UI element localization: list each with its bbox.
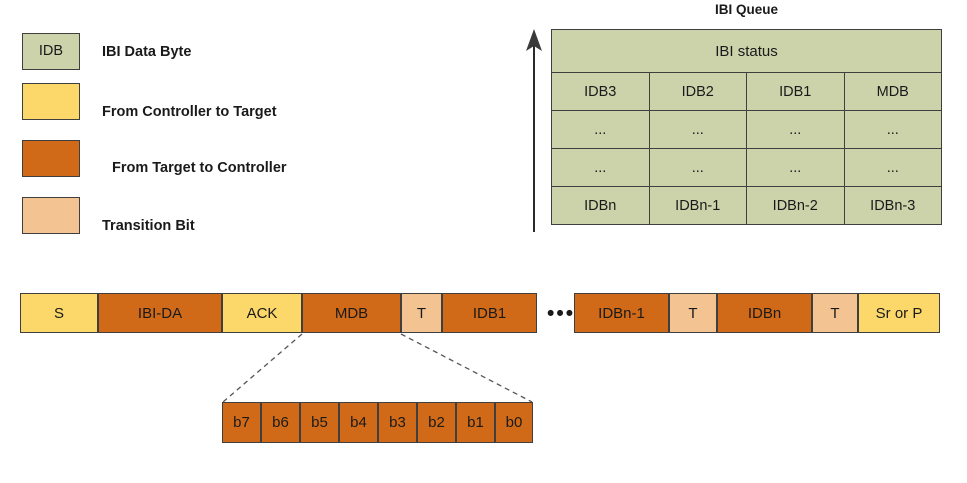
frame-segment-label: T (416, 304, 427, 322)
legend-swatch-transition-bit (22, 197, 80, 234)
table-row: IDBn IDBn-1 IDBn-2 IDBn-3 (551, 186, 942, 225)
frame-segment-label: S (53, 304, 64, 322)
frame-segment-label: IDBn (747, 304, 782, 322)
frame-segment-label: IDB1 (472, 304, 507, 322)
queue-status-row: IBI status (551, 29, 942, 73)
queue-title: IBI Queue (714, 2, 778, 17)
frame-segment-label: ACK (246, 304, 278, 322)
mdb-bit-b6: b6 (261, 402, 300, 443)
mdb-bit-label: b3 (389, 414, 406, 431)
legend-swatch-idb-data-byte: IDB (22, 33, 80, 70)
frame-segment-label: IDBn-1 (598, 304, 645, 322)
mdb-bit-b1: b1 (456, 402, 495, 443)
queue-table-body: IBI status IDB3 IDB2 IDB1 MDB ... ... ..… (551, 29, 942, 225)
frame-segment-label: T (830, 304, 840, 322)
frame-segment-s: S (20, 293, 98, 333)
queue-cell: IDBn-2 (746, 186, 845, 225)
frame-segment-ibi-da: IBI-DA (98, 293, 222, 333)
ibi-queue-table: IBI status IDB3 IDB2 IDB1 MDB ... ... ..… (551, 29, 942, 225)
frame-segment-label: T (688, 304, 698, 322)
frame-segment-idbn: IDBn (717, 293, 812, 333)
frame-segment-ack: ACK (222, 293, 302, 333)
queue-status-cell: IBI status (551, 29, 942, 73)
queue-cell: IDB1 (746, 72, 845, 111)
mdb-bit-label: b0 (505, 414, 523, 431)
mdb-bit-label: b4 (350, 414, 367, 431)
frame-segment-transition-3: T (812, 293, 858, 333)
frame-segment-idb1: IDB1 (442, 293, 537, 333)
mdb-bit-b3: b3 (378, 402, 417, 443)
frame-sequence-ellipsis: ••• (547, 302, 576, 325)
frame-segment-label: Sr or P (875, 304, 923, 322)
mdb-bit-label: b1 (467, 414, 484, 431)
table-row: ... ... ... ... (551, 110, 942, 149)
frame-segment-idbn-1: IDBn-1 (574, 293, 669, 333)
queue-cell: ... (648, 110, 747, 149)
frame-segment-mdb: MDB (302, 293, 401, 333)
legend-swatch-target-to-controller (22, 140, 80, 177)
mdb-bit-label: b7 (233, 414, 250, 431)
frame-segment-transition-2: T (669, 293, 717, 333)
queue-cell: ... (551, 148, 650, 187)
queue-cell: ... (843, 148, 942, 187)
table-row: IDB3 IDB2 IDB1 MDB (551, 72, 942, 111)
queue-cell: ... (843, 110, 942, 149)
queue-cell: ... (746, 148, 845, 187)
mdb-bit-b2: b2 (417, 402, 456, 443)
mdb-bit-b4: b4 (339, 402, 378, 443)
mdb-bit-label: b2 (428, 414, 445, 431)
legend-label-idb-data-byte: IBI Data Byte (102, 44, 192, 60)
mdb-bit-label: b5 (311, 414, 328, 431)
queue-cell: IDBn-3 (843, 186, 942, 225)
table-row: ... ... ... ... (551, 148, 942, 187)
queue-cell: ... (648, 148, 747, 187)
frame-segment-label: IBI-DA (137, 304, 183, 322)
legend-label-target-to-controller: From Target to Controller (112, 160, 287, 176)
frame-segment-label: MDB (334, 304, 369, 322)
queue-cell: IDBn (551, 186, 650, 225)
frame-segment-sr-or-p: Sr or P (858, 293, 940, 333)
queue-cell: ... (746, 110, 845, 149)
queue-cell: IDB3 (551, 72, 650, 111)
frame-segment-transition-1: T (401, 293, 442, 333)
queue-cell: MDB (843, 72, 942, 111)
mdb-bit-b0: b0 (495, 402, 533, 443)
queue-direction-arrow-icon (526, 29, 542, 232)
queue-cell: ... (551, 110, 650, 149)
mdb-bit-label: b6 (272, 414, 289, 431)
legend-label-controller-to-target: From Controller to Target (102, 104, 277, 120)
legend-swatch-label-idb: IDB (38, 43, 64, 60)
queue-cell: IDBn-1 (648, 186, 747, 225)
mdb-bit-b7: b7 (222, 402, 261, 443)
legend-swatch-controller-to-target (22, 83, 80, 120)
queue-cell: IDB2 (648, 72, 747, 111)
mdb-bit-b5: b5 (300, 402, 339, 443)
legend-label-transition-bit: Transition Bit (102, 218, 195, 234)
